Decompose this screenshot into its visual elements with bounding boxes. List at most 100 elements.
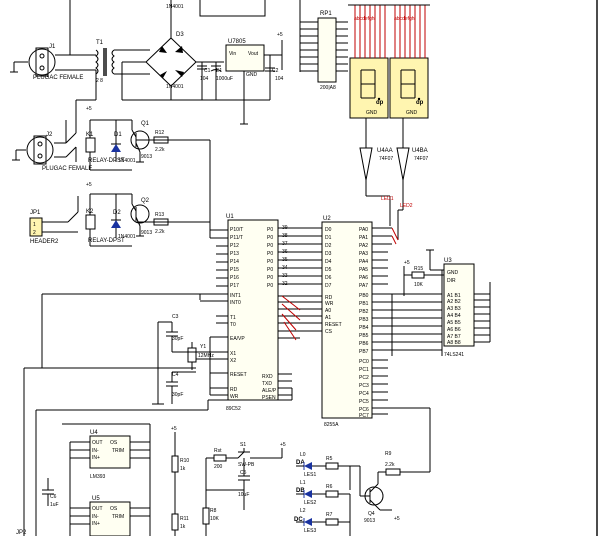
led-driver-dc: L2 DC R7 LES3 [294,494,351,536]
u1-t1: T1 [230,315,236,321]
c6-ref: C6 [50,494,57,500]
buffer-u4ba: U4BA 74F07 [396,118,428,210]
u2-ref: U2 [323,216,331,222]
relay-k1: K1 RELAY-DPST +5 [65,70,132,171]
u2-d3: D3 [325,251,332,257]
left-bus-wires [23,293,211,536]
r11-ref: R11 [180,516,189,522]
u2-pb4: PB4 [359,325,369,331]
u2-pb3: PB3 [359,317,369,323]
u1-pin-left-0: P10/T [230,227,243,233]
u1-eavp: EA/VP [230,336,245,342]
c3-value: 30pF [172,336,183,342]
u1-pin-left-3: P13 [230,251,239,257]
seven-segment-display-1: dp GND abcdefgh [349,5,389,119]
led2-label: LED2 [400,203,413,209]
resistor-r15: R15 10K +5 [403,260,444,296]
resistor-r8: R8 10K [202,458,220,536]
u1-p0-2: P0 [267,243,273,249]
u1-ref: U1 [226,214,234,220]
d1-ref: D1 [114,132,122,138]
led-driver-db: L1 DB R6 LES2 [296,480,350,506]
q4-ref: Q4 [368,511,375,517]
c2-value: 104 [275,76,284,82]
r12-ref: R12 [155,130,164,136]
u1-p0-3: P0 [267,251,273,257]
u1-int0: INT0 [230,300,241,306]
k1-value: RELAY-DPST [88,158,125,164]
comparator-u5: U5 OUT OS IN- IN+ TRIM [70,496,150,536]
q4-value: 9013 [364,518,375,524]
transistor-q1: Q1 9013 [116,119,210,163]
r5-ref: R5 [326,456,333,462]
vcc-r15: +5 [404,260,410,266]
u7805-vin: Vin [229,51,236,57]
r15-value: 10K [414,282,424,288]
d2-ref: D2 [113,210,121,216]
d3-ref: D3 [176,32,184,38]
u1-pin-left-1: P11/T [230,235,243,241]
u4-value: LM393 [90,474,106,480]
q1-ref: Q1 [141,121,150,127]
t1-pin: 2 8 [96,78,103,84]
capacitor-c4: C4 30pF [152,321,196,405]
u7805-ref: U7805 [228,39,246,45]
u1-wr: WR [230,394,239,400]
u2-a1: A1 [325,315,331,321]
y1-ref: Y1 [200,344,206,350]
u3-pin-6: A7 B7 [447,334,461,340]
r11-value: 1k [180,524,186,530]
rst-ref: Rst [214,448,222,454]
u1-x2: X2 [230,358,236,364]
q2-ref: Q2 [141,198,150,204]
les2-label: LES2 [304,500,316,506]
ppi-u2: U2 8255A D0 D1 D2 D3 D4 D5 D6 D7 RD WR A… [321,216,399,428]
vcc-k2: +5 [86,182,92,188]
pb-bus [372,270,443,356]
r8-value: 10K [210,516,220,522]
vcc-k1: +5 [86,106,92,112]
u1-psen: PSEN [262,395,276,401]
rp1-value: 200|A8 [320,85,336,91]
seg1-dp: dp [376,100,384,106]
u1-p0-4: P0 [267,259,273,265]
u5-trim: TRIM [112,514,124,520]
u3-pin-0: A1 B1 [447,293,461,299]
u2-reset: RESET [325,322,342,328]
u2-pa4: PA4 [359,259,368,265]
u2-d7: D7 [325,283,332,289]
u2-d0: D0 [325,227,332,233]
u2-pb2: PB2 [359,309,369,315]
resistor-r9: R9 2.2k [385,407,431,476]
e1-ref: E1 [216,68,222,74]
r9-value: 2.2k [385,462,395,468]
t1-ref: T1 [96,40,104,46]
u1-p0-0: P0 [267,227,273,233]
u3-pin-3: A4 B4 [447,313,461,319]
u5-out: OUT [92,506,103,512]
led-driver-da: L0 DA R5 LES1 [296,452,351,490]
u2-pb1: PB1 [359,301,369,307]
j2-ref: J2 [46,132,53,138]
u1-p0-5: P0 [267,267,273,273]
u2-pc2: PC2 [359,375,369,381]
capacitor-c6: C6 1uF [42,478,59,508]
led-da-label: DA [296,460,305,466]
j1-value: PLUGAC FEMALE [33,75,83,81]
u2-pa5: PA5 [359,267,368,273]
u1-value: 89C52 [226,406,241,412]
u4-inm: IN- [92,448,99,454]
comparator-u4: U4 LM393 OUT OS IN- IN+ TRIM [69,430,150,536]
led-db-label: DB [296,488,305,494]
u2-d6: D6 [325,275,332,281]
c1-value: 104 [200,76,209,82]
u2-pc4: PC4 [359,391,369,397]
r10-value: 1k [180,466,186,472]
buffer-u4aa: U4AA 74F07 [359,118,393,196]
u1-ale: ALE/P [262,388,277,394]
rst-value: 200 [214,464,223,470]
rp1-ref: RP1 [320,11,332,17]
u2-pb6: PB6 [359,341,369,347]
u2-pc3: PC3 [359,383,369,389]
relay-k2: K2 RELAY-DPST +5 [67,182,132,247]
